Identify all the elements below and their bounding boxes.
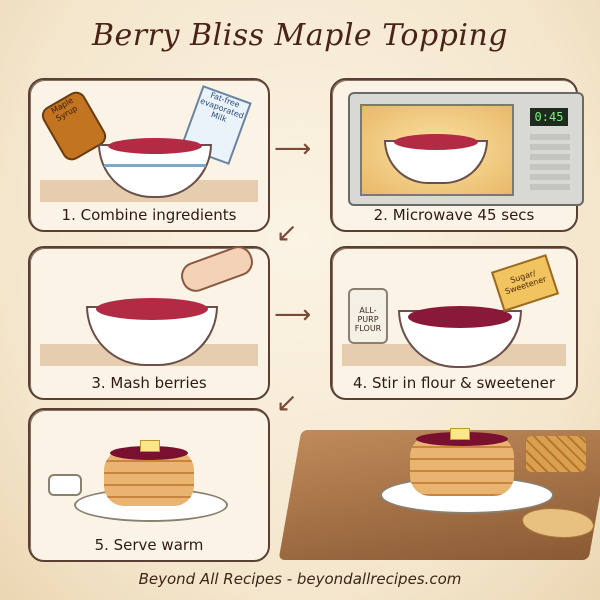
berry-sauce-icon	[110, 446, 188, 460]
step-3-caption: 3. Mash berries	[91, 374, 207, 392]
keypad-icon	[530, 134, 570, 194]
arrow-down-left-icon: ↙	[276, 388, 298, 418]
footer-credit: Beyond All Recipes - beyondallrecipes.co…	[138, 570, 462, 588]
step-2-caption: 2. Microwave 45 secs	[373, 206, 535, 224]
berries-icon	[394, 134, 478, 150]
step-1-caption: 1. Combine ingredients	[61, 206, 237, 224]
microwave-icon: 0:45	[348, 92, 584, 206]
bowl-icon	[384, 134, 488, 184]
mashed-berries-icon	[96, 298, 208, 320]
crepe-icon	[522, 508, 594, 538]
step-4-panel: ALL-PURP FLOUR Sugar/ Sweetener 4. Stir …	[330, 246, 578, 400]
berry-sauce-icon	[408, 306, 512, 328]
page-title: Berry Bliss Maple Topping	[92, 18, 508, 53]
step-1-panel: Maple Syrup Fat-free evaporated Milk 1. …	[28, 78, 270, 232]
flour-jar-icon: ALL-PURP FLOUR	[348, 288, 388, 344]
pancake-stack-icon	[104, 446, 194, 506]
step-2-panel: 0:45 2. Microwave 45 secs	[330, 78, 584, 232]
arrow-down-left-icon: ↙	[276, 218, 298, 248]
step-5-caption: 5. Serve warm	[94, 536, 204, 554]
arrow-right-icon: ⟶	[274, 134, 312, 164]
pancake-stack-icon	[410, 432, 514, 496]
step-3-panel: 3. Mash berries	[28, 242, 270, 400]
butter-dish-icon	[48, 474, 82, 496]
timer-display: 0:45	[530, 108, 568, 126]
hand-with-fork-icon	[177, 242, 257, 296]
berries-icon	[108, 138, 202, 154]
step-5-panel: 5. Serve warm	[28, 408, 270, 562]
step-4-caption: 4. Stir in flour & sweetener	[352, 374, 556, 392]
butter-icon	[450, 428, 470, 440]
butter-icon	[140, 440, 160, 452]
waffle-icon	[526, 436, 586, 472]
sweetener-packet-icon: Sugar/ Sweetener	[490, 254, 560, 312]
arrow-right-icon: ⟶	[274, 300, 312, 330]
